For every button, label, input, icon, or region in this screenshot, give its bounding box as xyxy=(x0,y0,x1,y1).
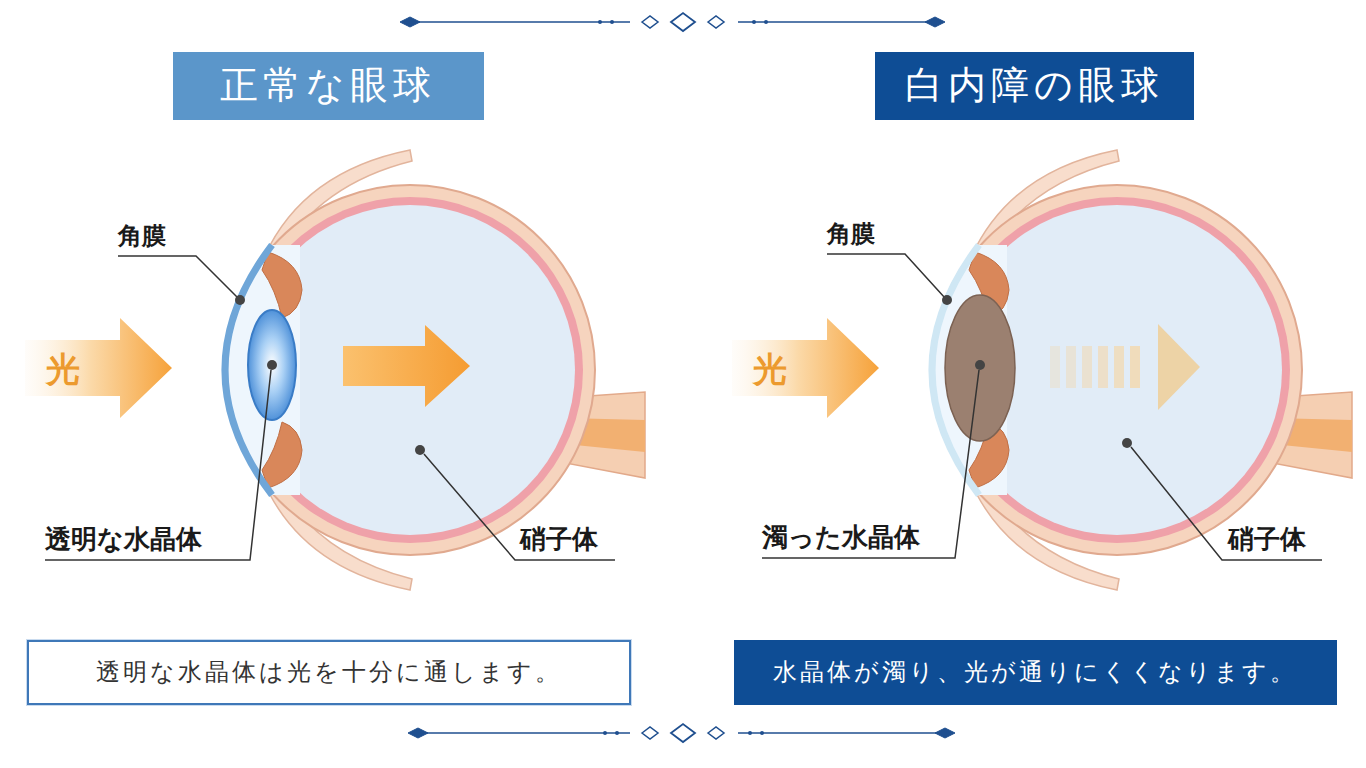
normal-eye xyxy=(25,150,645,590)
cataract-eye xyxy=(732,150,1352,590)
part-label: 濁った水晶体 xyxy=(762,522,920,552)
part-label: 角膜 xyxy=(118,222,166,250)
part-label: 透明な水晶体 xyxy=(45,524,202,554)
light-label: 光 xyxy=(46,350,80,388)
heading-text: 白内障の眼球 xyxy=(905,63,1164,109)
caption-box: 透明な水晶体は光を十分に通します。 xyxy=(27,640,631,705)
ornament-rule xyxy=(400,13,945,31)
heading-text: 正常な眼球 xyxy=(220,63,436,109)
caption-text: 水晶体が濁り、光が通りにくくなります。 xyxy=(773,658,1297,687)
light-label: 光 xyxy=(753,350,787,388)
part-label: 角膜 xyxy=(827,220,875,248)
heading-band: 正常な眼球 xyxy=(173,52,484,120)
heading-band: 白内障の眼球 xyxy=(875,52,1194,120)
ornament-rule xyxy=(408,724,955,742)
part-label: 硝子体 xyxy=(1228,524,1306,554)
part-label: 硝子体 xyxy=(520,524,598,554)
caption-box: 水晶体が濁り、光が通りにくくなります。 xyxy=(734,640,1337,705)
caption-text: 透明な水晶体は光を十分に通します。 xyxy=(96,658,562,687)
